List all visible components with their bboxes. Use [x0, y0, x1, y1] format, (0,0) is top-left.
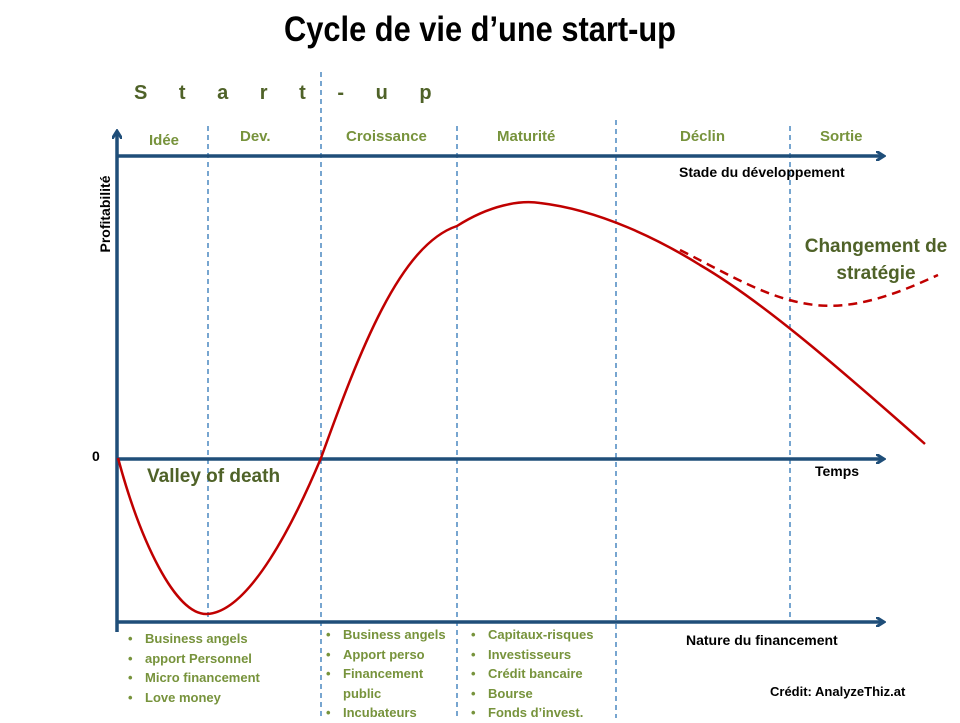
financing-item: Investisseurs: [471, 645, 593, 665]
startup-label: S t a r t - u p: [134, 82, 445, 104]
financing-item: Crédit bancaire: [471, 664, 593, 684]
financing-item: apport Personnel: [128, 649, 260, 669]
stage-dev: Dev.: [240, 128, 271, 145]
stage-sortie: Sortie: [820, 128, 863, 145]
financing-item: Financement public: [326, 664, 456, 703]
financing-item: Incubateurs: [326, 703, 456, 723]
financing-item: Apport perso: [326, 645, 456, 665]
financing-list-seed: Business angels apport Personnel Micro f…: [128, 629, 260, 707]
stage-declin: Déclin: [680, 128, 726, 145]
financing-item: Capitaux-risques: [471, 625, 593, 645]
zero-label: 0: [92, 448, 100, 464]
stage-idee: Idée: [149, 132, 180, 149]
stage-croissance: Croissance: [346, 128, 427, 145]
financing-item: Bourse: [471, 684, 593, 704]
strategy-change-curve: [679, 248, 939, 307]
financing-axis-label: Nature du financement: [686, 632, 838, 648]
credit-label: Crédit: AnalyzeThiz.at: [770, 684, 906, 699]
financing-item: Micro financement: [128, 668, 260, 688]
axes: [117, 132, 883, 632]
page-title: Cycle de vie d’une start-up: [284, 10, 676, 49]
financing-item: Business angels: [128, 629, 260, 649]
development-axis-label: Stade du développement: [679, 164, 845, 180]
valley-of-death-label: Valley of death: [147, 466, 281, 487]
financing-item: Fonds d’invest.: [471, 703, 593, 723]
profitability-axis-label: Profitabilité: [97, 175, 113, 253]
lifecycle-curve: [116, 200, 926, 616]
financing-list-growth: Business angels Apport perso Financement…: [326, 625, 456, 723]
time-axis-label: Temps: [815, 463, 860, 479]
financing-item: Business angels: [326, 625, 456, 645]
stage-separators: [207, 72, 791, 718]
financing-item: Love money: [128, 688, 260, 708]
stage-maturite: Maturité: [497, 128, 556, 145]
strategy-change-label: Changement de stratégie: [804, 236, 948, 284]
financing-list-maturity: Capitaux-risques Investisseurs Crédit ba…: [471, 625, 593, 723]
